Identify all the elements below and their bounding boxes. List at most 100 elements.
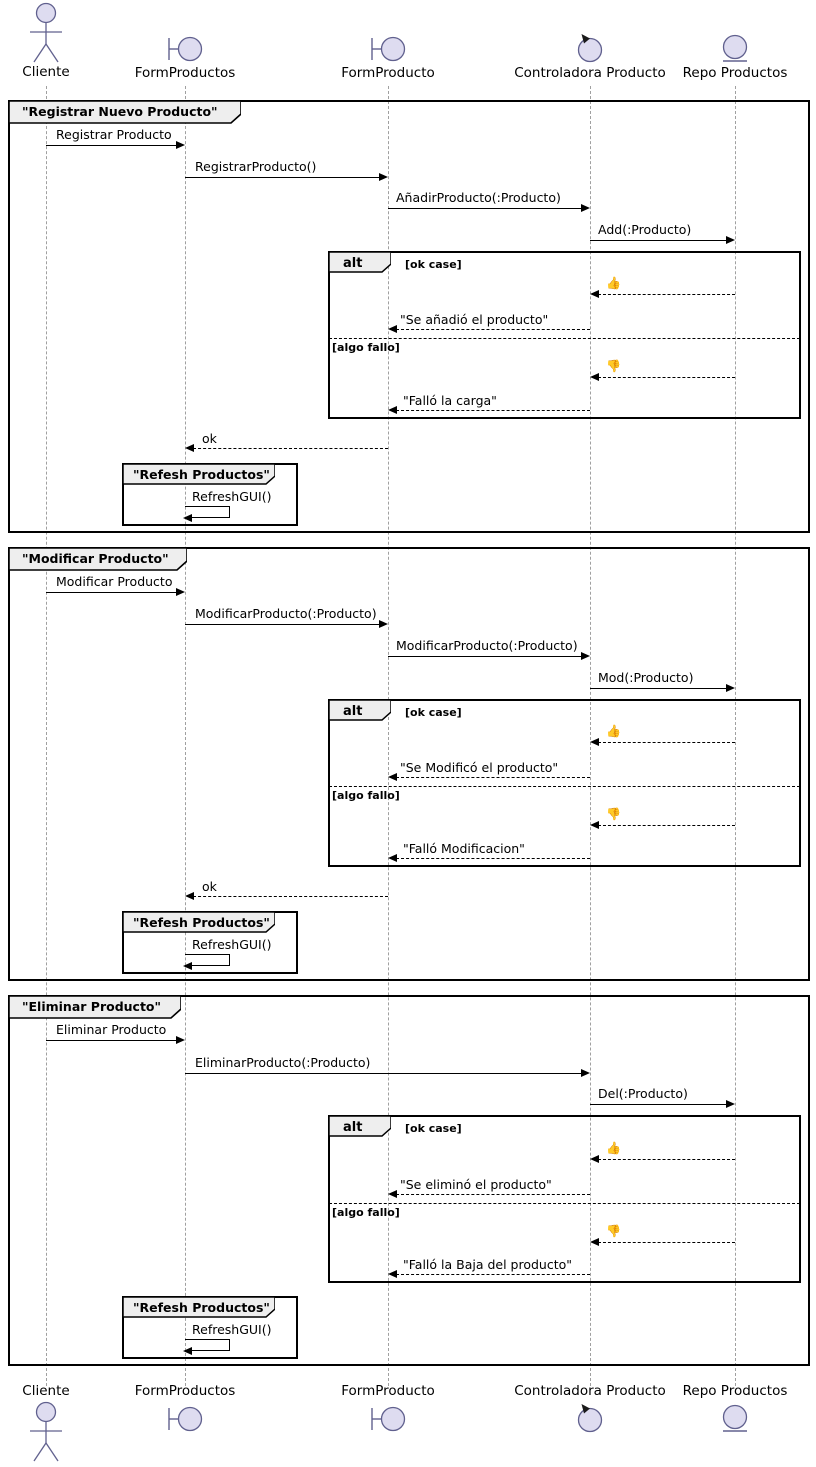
msg-label-refreshgui-modificar: RefreshGUI()	[192, 937, 272, 952]
msg-line-fallo-baja	[396, 1274, 590, 1275]
frame-modificar-title: "Modificar Producto"	[22, 551, 169, 566]
thumbs-up-icon-modificar: 👍	[606, 724, 621, 738]
alt-tab-eliminar	[329, 1116, 391, 1137]
msg-arrow-thumbsup-modificar	[590, 737, 599, 746]
participant-label-formproducto-top: FormProducto	[341, 65, 435, 81]
msg-line-modificarproducto-fn2	[388, 656, 581, 657]
alt-divider-modificar	[329, 786, 800, 787]
lifeline-repo	[735, 86, 736, 1386]
alt-tab-modificar	[329, 700, 391, 721]
actor-icon	[30, 2, 62, 63]
frame-eliminar-producto	[8, 995, 810, 1366]
control-icon	[577, 34, 603, 63]
boundary-icon	[168, 1406, 203, 1432]
alt-guard-fail-registrar: [algo fallo]	[332, 341, 400, 354]
inner-frame-refesh-tab-eliminar	[123, 1297, 275, 1318]
msg-arrow-del	[726, 1099, 735, 1108]
participant-controladora-top[interactable]: Controladora Producto	[500, 30, 680, 81]
frame-registrar-nuevo-producto	[8, 100, 810, 533]
participant-label-controladora-top: Controladora Producto	[514, 65, 666, 81]
msg-arrow-registrarproducto-fn	[379, 172, 388, 181]
alt-guard-ok-modificar: [ok case]	[405, 706, 462, 719]
msg-line-del	[590, 1104, 726, 1105]
participant-label-formproductos-top: FormProductos	[134, 65, 236, 81]
msg-line-thumbsup-registrar	[598, 294, 735, 295]
participant-repo-top[interactable]: Repo Productos	[675, 32, 795, 81]
participant-label-cliente-top: Cliente	[22, 64, 70, 80]
msg-label-mod: Mod(:Producto)	[598, 670, 694, 685]
inner-frame-refesh-title-modificar: "Refesh Productos"	[133, 915, 270, 930]
msg-label-modificarproducto-fn2: ModificarProducto(:Producto)	[396, 638, 578, 653]
msg-label-registrar-producto: Registrar Producto	[56, 127, 172, 142]
actor-icon	[30, 1401, 62, 1462]
frame-registrar-title: "Registrar Nuevo Producto"	[22, 104, 218, 119]
participant-formproducto-bottom[interactable]: FormProducto	[328, 1384, 448, 1434]
msg-line-se-elimino	[396, 1194, 590, 1195]
msg-label-fallo-baja: "Falló la Baja del producto"	[403, 1257, 573, 1272]
participant-label-controladora-bottom: Controladora Producto	[514, 1383, 666, 1399]
participant-label-formproducto-bottom: FormProducto	[341, 1383, 435, 1399]
msg-label-refreshgui-registrar: RefreshGUI()	[192, 489, 272, 504]
msg-line-thumbsdown-eliminar	[598, 1242, 735, 1243]
participant-repo-bottom[interactable]: Repo Productos	[675, 1384, 795, 1434]
thumbs-down-icon-modificar: 👎	[606, 807, 621, 821]
msg-label-registrarproducto-fn: RegistrarProducto()	[195, 159, 317, 174]
msg-line-modificarproducto-fn1	[185, 624, 379, 625]
msg-label-ok-modificar: ok	[202, 879, 217, 894]
participant-formproducto-top[interactable]: FormProducto	[328, 32, 448, 81]
msg-arrow-ok-registrar	[185, 443, 194, 452]
frame-eliminar-title: "Eliminar Producto"	[22, 999, 162, 1014]
alt-label-modificar: alt	[343, 704, 363, 719]
alt-label-registrar: alt	[343, 256, 363, 271]
msg-arrow-ok-modificar	[185, 891, 194, 900]
boundary-icon	[168, 36, 203, 62]
msg-label-ok-registrar: ok	[202, 431, 217, 446]
msg-label-se-anadio: "Se añadió el producto"	[400, 312, 549, 327]
msg-line-anadirproducto	[388, 208, 581, 209]
frame-eliminar-tab	[9, 996, 181, 1019]
msg-arrow-eliminarproducto-fn	[581, 1068, 590, 1077]
alt-guard-fail-eliminar: [algo fallo]	[332, 1206, 400, 1219]
participant-cliente-top[interactable]: Cliente	[0, 2, 92, 80]
inner-frame-refesh-tab-registrar	[123, 464, 275, 485]
lifeline-formproducto	[388, 86, 389, 1386]
participant-formproductos-top[interactable]: FormProductos	[125, 32, 245, 81]
participant-label-repo-top: Repo Productos	[682, 65, 788, 81]
msg-line-mod	[590, 688, 726, 689]
msg-label-se-elimino: "Se eliminó el producto"	[400, 1177, 552, 1192]
thumbs-down-icon-eliminar: 👎	[606, 1224, 621, 1238]
msg-line-se-modifico	[396, 777, 590, 778]
thumbs-up-icon-eliminar: 👍	[606, 1141, 621, 1155]
participant-formproductos-bottom[interactable]: FormProductos	[125, 1384, 245, 1434]
frame-modificar-producto	[8, 547, 810, 981]
msg-line-eliminarproducto-fn	[185, 1073, 581, 1074]
control-icon	[577, 1404, 603, 1433]
msg-line-thumbsdown-modificar	[598, 825, 735, 826]
msg-arrow-anadirproducto	[581, 203, 590, 212]
alt-guard-ok-registrar: [ok case]	[405, 258, 462, 271]
participant-cliente-bottom[interactable]: Cliente	[0, 1384, 92, 1463]
msg-line-registrar-producto	[46, 145, 176, 146]
thumbs-up-icon-registrar: 👍	[606, 276, 621, 290]
alt-label-eliminar: alt	[343, 1120, 363, 1135]
inner-frame-refesh-title-eliminar: "Refesh Productos"	[133, 1300, 270, 1315]
msg-label-fallo-carga: "Falló la carga"	[403, 393, 497, 408]
inner-frame-refesh-tab-modificar	[123, 912, 275, 933]
msg-label-add: Add(:Producto)	[598, 222, 692, 237]
msg-label-anadirproducto: AñadirProducto(:Producto)	[396, 190, 561, 205]
msg-label-del: Del(:Producto)	[598, 1086, 688, 1101]
self-msg-arrow-modificar	[183, 961, 192, 970]
participant-controladora-bottom[interactable]: Controladora Producto	[500, 1384, 680, 1434]
msg-arrow-modificar-producto	[176, 587, 185, 596]
alt-guard-fail-modificar: [algo fallo]	[332, 789, 400, 802]
msg-arrow-fallo-carga	[388, 405, 397, 414]
participant-label-repo-bottom: Repo Productos	[682, 1383, 788, 1399]
msg-label-refreshgui-eliminar: RefreshGUI()	[192, 1322, 272, 1337]
msg-line-se-anadio	[396, 329, 590, 330]
msg-label-eliminarproducto-fn: EliminarProducto(:Producto)	[195, 1055, 371, 1070]
msg-line-thumbsdown-registrar	[598, 377, 735, 378]
alt-divider-registrar	[329, 338, 800, 339]
msg-arrow-thumbsdown-eliminar	[590, 1237, 599, 1246]
msg-line-thumbsup-eliminar	[598, 1159, 735, 1160]
